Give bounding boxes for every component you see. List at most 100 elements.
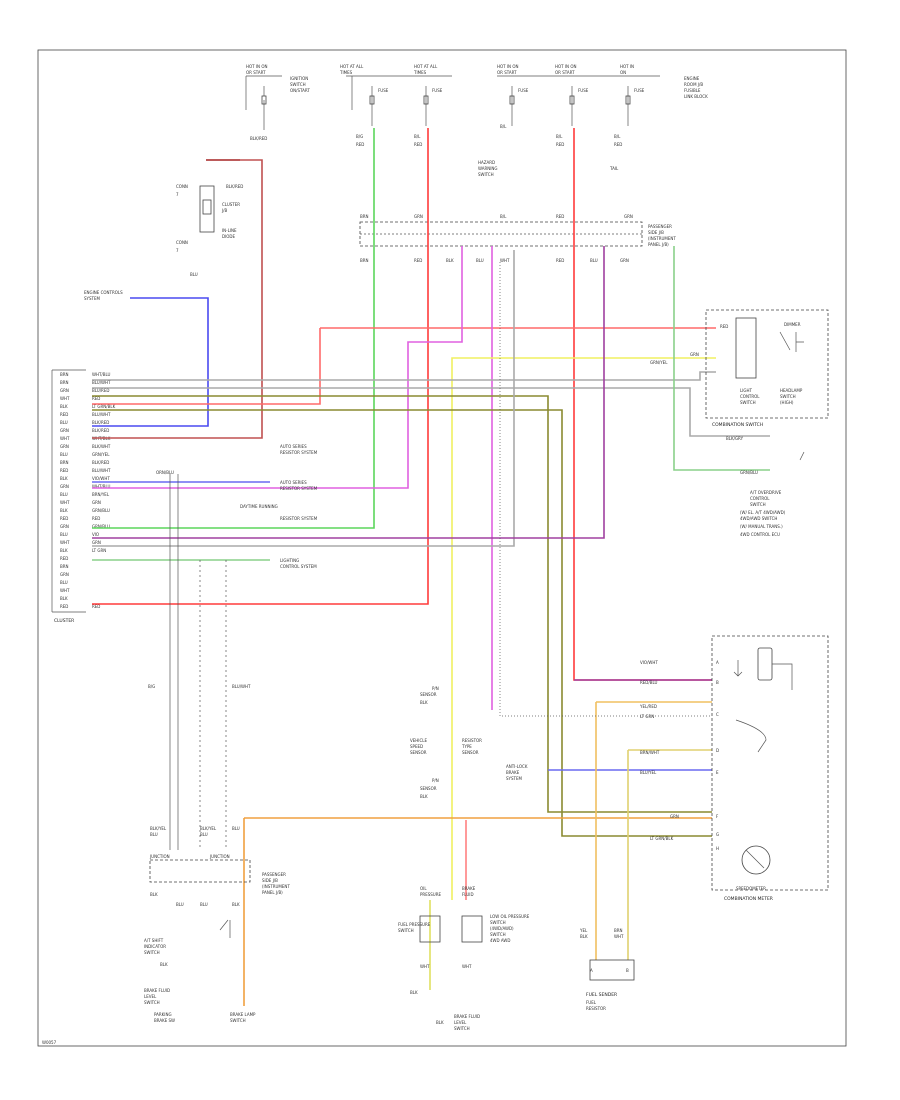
svg-text:FLUID: FLUID: [462, 892, 474, 897]
svg-text:FUSIBLE: FUSIBLE: [684, 88, 701, 93]
svg-text:(W/ EL. A/T 4WD/AWD): (W/ EL. A/T 4WD/AWD): [740, 510, 786, 515]
svg-text:LT GRN: LT GRN: [92, 548, 106, 553]
svg-text:HAZARD: HAZARD: [478, 160, 495, 165]
svg-text:GRN/BLU: GRN/BLU: [92, 524, 110, 529]
svg-text:GRN: GRN: [620, 258, 629, 263]
svg-text:LOW OIL PRESSURE: LOW OIL PRESSURE: [490, 914, 530, 919]
svg-text:WHT: WHT: [60, 436, 70, 441]
svg-text:RED: RED: [720, 324, 728, 329]
center-labels: P/N SENSOR BLK VEHICLE SPEED SENSOR RESI…: [410, 686, 528, 799]
svg-text:BLU: BLU: [60, 452, 68, 457]
diode-connector: CONN 7 CLUSTER J/B IN-LINE DIODE CONN 7 …: [84, 184, 243, 301]
svg-text:HOT AT ALL: HOT AT ALL: [340, 64, 364, 69]
svg-text:A: A: [716, 660, 719, 665]
svg-text:F: F: [716, 814, 719, 819]
svg-text:LIGHT: LIGHT: [740, 388, 753, 393]
svg-text:SWITCH: SWITCH: [398, 928, 414, 933]
svg-text:BLK/GRY: BLK/GRY: [726, 436, 744, 441]
combination-switch-label: COMBINATION SWITCH: [712, 422, 763, 428]
svg-text:FUEL: FUEL: [586, 1000, 597, 1005]
unit-label: CLUSTER: [54, 618, 74, 624]
svg-text:BLK: BLK: [580, 934, 588, 939]
svg-text:BRN/YEL: BRN/YEL: [92, 492, 110, 497]
svg-text:SWITCH: SWITCH: [230, 1018, 246, 1023]
svg-text:BRN: BRN: [360, 258, 369, 263]
svg-text:WHT: WHT: [60, 588, 70, 593]
svg-text:VIO/WHT: VIO/WHT: [92, 476, 110, 481]
diagram-border: [37, 49, 847, 1047]
svg-text:RESISTOR SYSTEM: RESISTOR SYSTEM: [280, 486, 318, 491]
svg-text:BLK: BLK: [436, 1020, 444, 1025]
svg-text:VIO: VIO: [92, 532, 99, 537]
svg-text:ORN/BLU: ORN/BLU: [156, 470, 174, 475]
svg-text:(INSTRUMENT: (INSTRUMENT: [262, 884, 290, 889]
bottom-center-components: OIL PRESSURE BRAKE FLUID FUEL PRESSURE S…: [398, 886, 530, 1031]
svg-text:BLK: BLK: [60, 476, 68, 481]
svg-text:BLU: BLU: [590, 258, 598, 263]
combination-meter: VIO/WHT RED/BLU YEL/RED LT GRN BRN/WHT B…: [639, 635, 829, 902]
svg-text:GRN: GRN: [60, 484, 69, 489]
svg-text:SYSTEM: SYSTEM: [84, 296, 100, 301]
svg-text:TYPE: TYPE: [461, 744, 472, 749]
combination-meter-label: COMBINATION METER: [724, 896, 773, 902]
svg-text:OR START: OR START: [246, 70, 266, 75]
svg-text:RESISTOR SYSTEM: RESISTOR SYSTEM: [280, 516, 318, 521]
svg-text:4WD/AWD SWITCH: 4WD/AWD SWITCH: [740, 516, 777, 521]
svg-text:LINK BLOCK: LINK BLOCK: [684, 94, 708, 99]
svg-text:GRN: GRN: [92, 540, 101, 545]
svg-text:CLUSTER: CLUSTER: [222, 202, 240, 207]
svg-text:FUSE: FUSE: [634, 88, 645, 93]
svg-text:GRN: GRN: [60, 388, 69, 393]
svg-text:4WD CONTROL ECU: 4WD CONTROL ECU: [740, 532, 780, 537]
svg-text:GRN: GRN: [60, 444, 69, 449]
svg-text:BRAKE LAMP: BRAKE LAMP: [230, 1012, 256, 1017]
svg-text:BRAKE: BRAKE: [506, 770, 520, 775]
top-bus-lines: [245, 75, 660, 110]
svg-text:SWITCH: SWITCH: [750, 502, 766, 507]
svg-text:FUSE: FUSE: [578, 88, 589, 93]
svg-text:LEVEL: LEVEL: [144, 994, 157, 999]
svg-text:GRN: GRN: [60, 524, 69, 529]
svg-text:RED: RED: [556, 214, 564, 219]
svg-text:JUNCTION: JUNCTION: [149, 854, 170, 859]
switch-notes: A/T OVERDRIVE CONTROL SWITCH (W/ EL. A/T…: [740, 490, 786, 537]
fuel-sender: YEL BLK BRN WHT A B FUEL SENDER FUEL RES…: [579, 928, 635, 1011]
svg-text:WARNING: WARNING: [478, 166, 498, 171]
svg-text:PRESSURE: PRESSURE: [420, 892, 442, 897]
cluster-connector: CLUSTER: [51, 369, 86, 624]
svg-text:ON/START: ON/START: [290, 88, 310, 93]
svg-text:BLU: BLU: [60, 492, 68, 497]
svg-text:A: A: [590, 968, 593, 973]
svg-text:CONN: CONN: [176, 184, 188, 189]
svg-text:SENSOR: SENSOR: [420, 692, 437, 697]
svg-text:RESISTOR SYSTEM: RESISTOR SYSTEM: [280, 450, 318, 455]
svg-text:BRAKE FLUID: BRAKE FLUID: [454, 1014, 480, 1019]
svg-text:GRN: GRN: [414, 214, 423, 219]
wires: [92, 128, 770, 1006]
svg-text:JUNCTION: JUNCTION: [209, 854, 230, 859]
svg-text:B/G: B/G: [148, 684, 155, 689]
svg-text:BLU: BLU: [60, 420, 68, 425]
svg-text:HEADLAMP: HEADLAMP: [780, 388, 803, 393]
svg-text:IN-LINE: IN-LINE: [222, 228, 237, 233]
svg-text:SENSOR: SENSOR: [462, 750, 479, 755]
svg-text:WHT: WHT: [420, 964, 430, 969]
svg-text:DIODE: DIODE: [222, 234, 235, 239]
svg-text:BLK: BLK: [60, 548, 68, 553]
svg-text:B/G: B/G: [356, 134, 363, 139]
svg-text:BLU: BLU: [60, 532, 68, 537]
svg-text:PARKING: PARKING: [154, 1012, 172, 1017]
svg-text:(HIGH): (HIGH): [780, 400, 794, 405]
svg-text:BLU: BLU: [190, 272, 198, 277]
svg-text:BLK/RED: BLK/RED: [250, 136, 267, 141]
svg-text:BLU/WHT: BLU/WHT: [92, 412, 111, 417]
svg-text:BLK: BLK: [446, 258, 454, 263]
svg-text:BLK: BLK: [60, 404, 68, 409]
svg-text:BLK: BLK: [420, 700, 428, 705]
svg-text:BRN: BRN: [60, 372, 69, 377]
svg-text:BLU/YEL: BLU/YEL: [640, 770, 657, 775]
fuse-connector-labels: BLK/RED B/G RED B/L RED B/L B/L RED B/L …: [250, 124, 622, 177]
svg-text:RESISTOR: RESISTOR: [462, 738, 482, 743]
svg-text:BLK/RED: BLK/RED: [92, 428, 109, 433]
